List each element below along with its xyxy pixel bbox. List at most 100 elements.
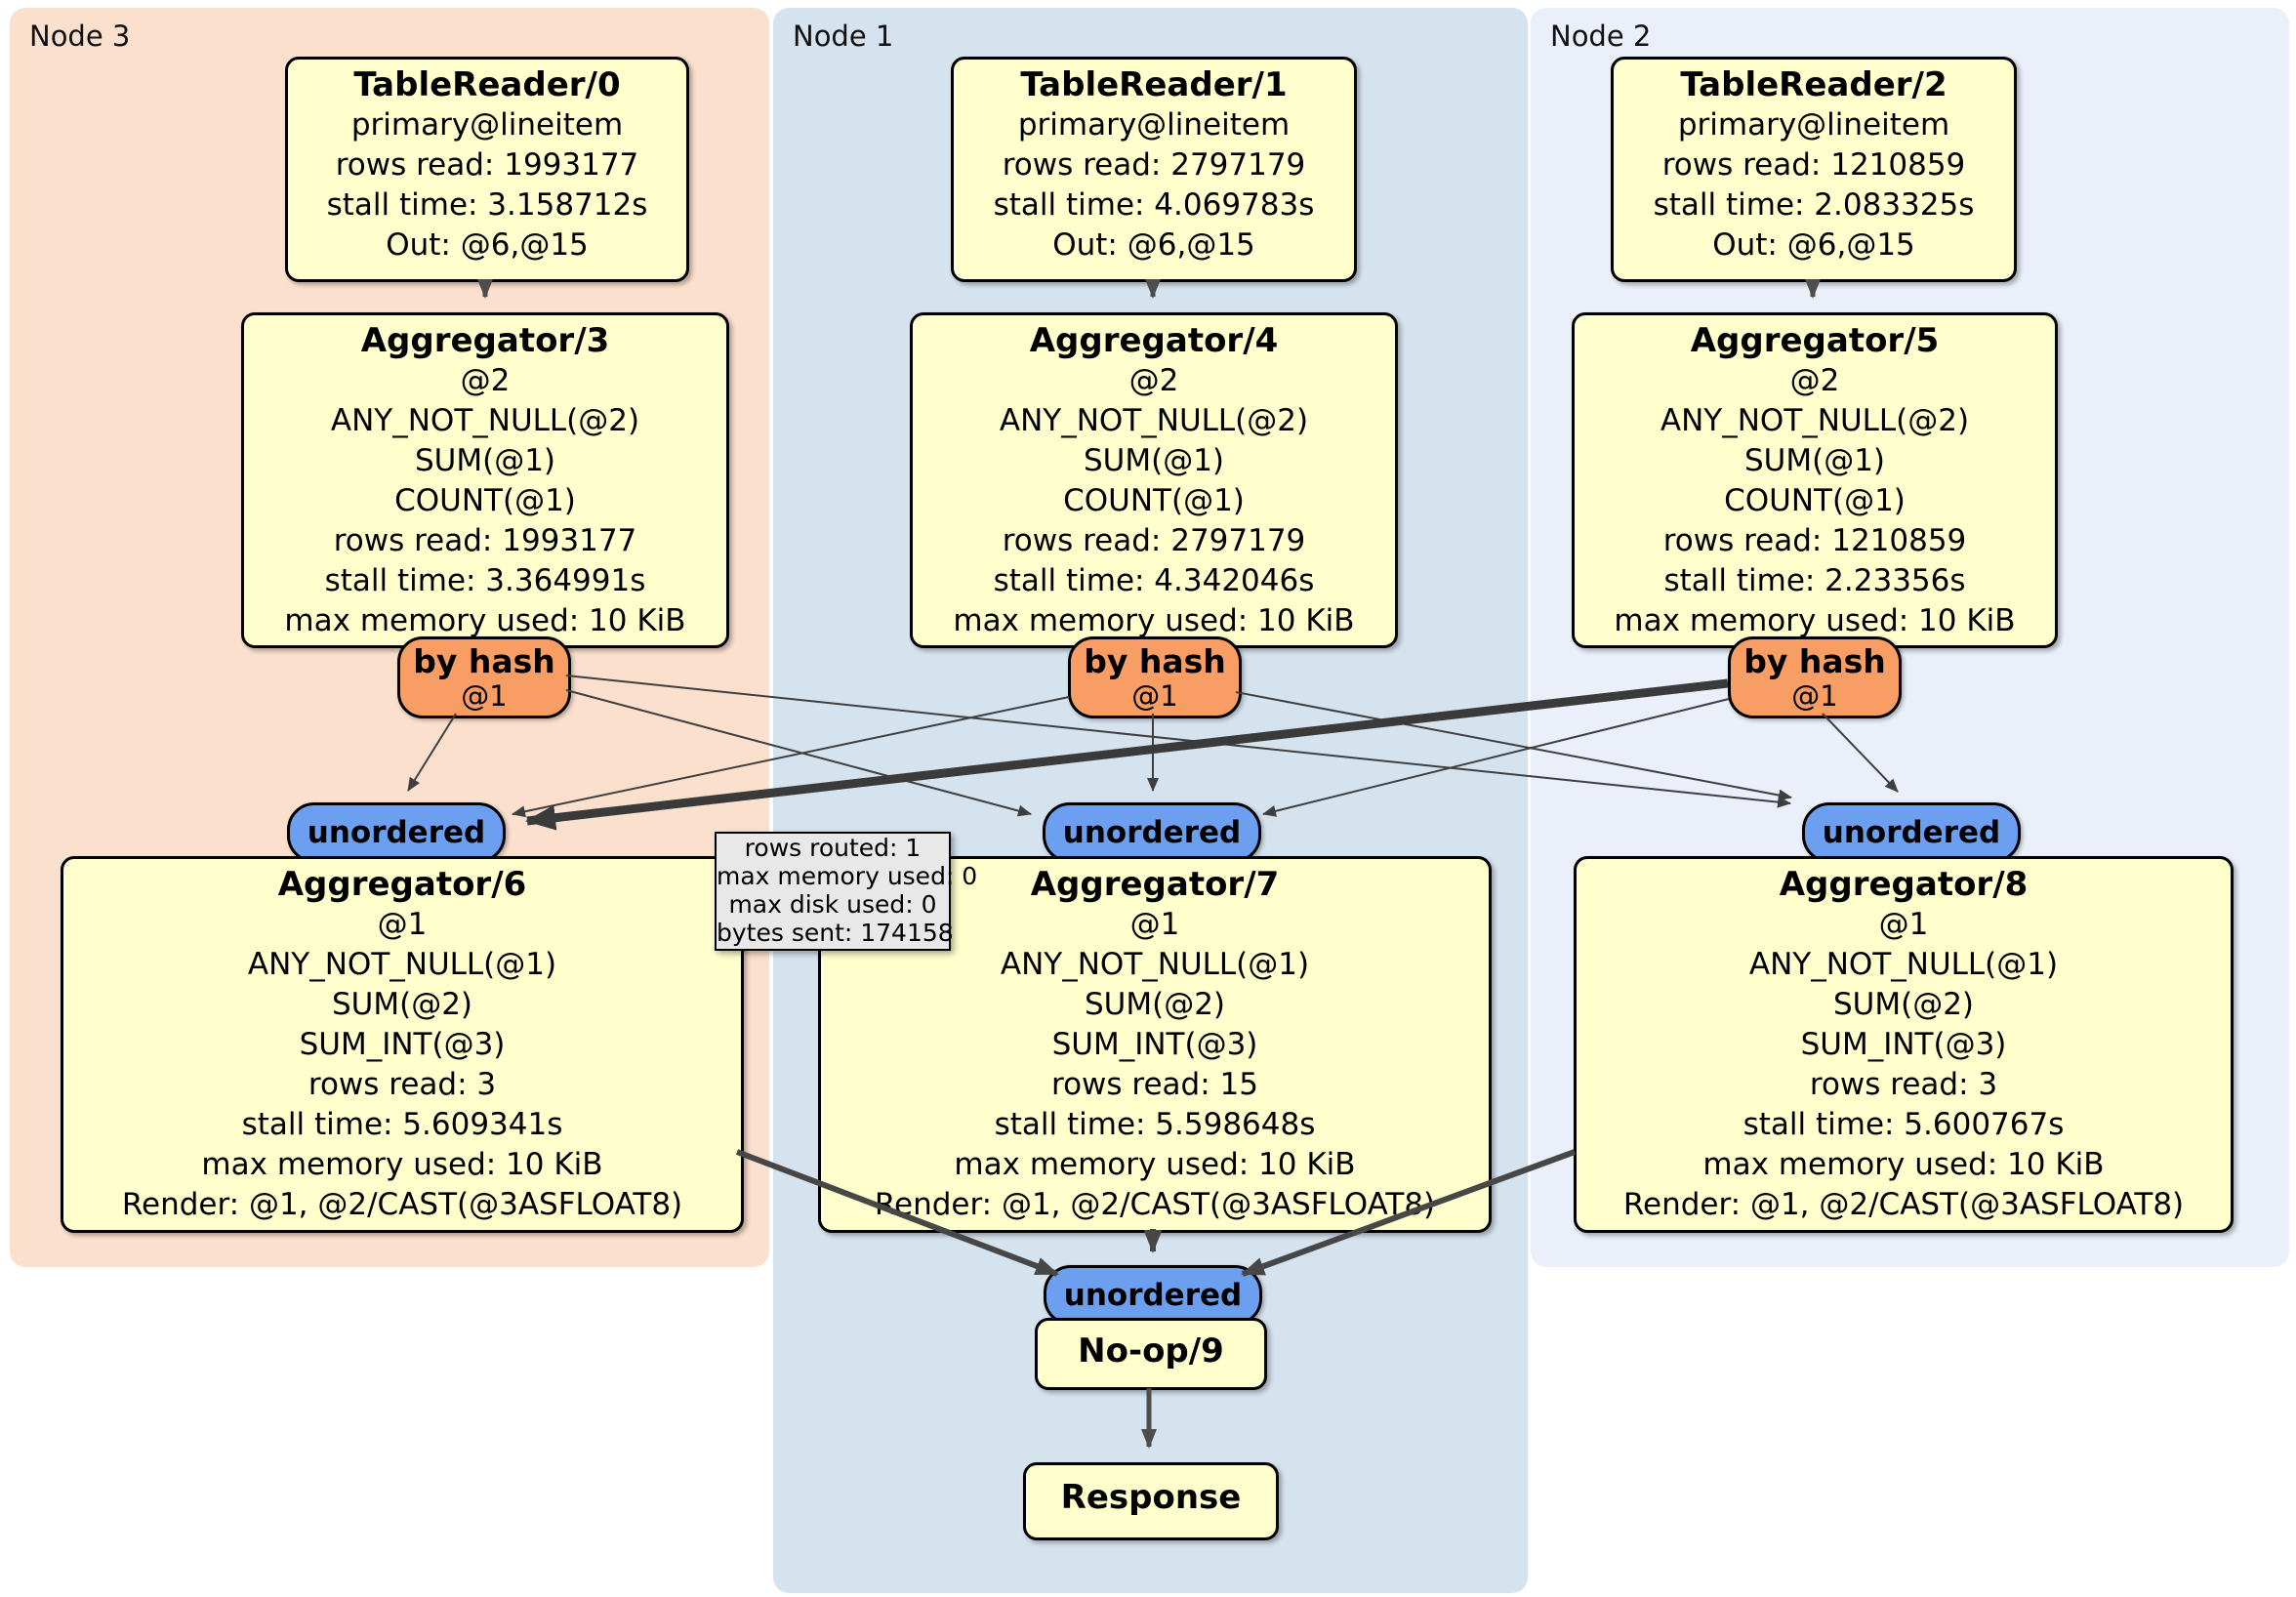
node-title: Aggregator/8: [1779, 865, 2029, 904]
stream-unordered-final[interactable]: unordered: [1044, 1265, 1262, 1326]
router-label: by hash: [413, 642, 555, 680]
router-by-hash-node2[interactable]: by hash @1: [1728, 636, 1902, 718]
node-detail: ANY_NOT_NULL(@1): [1000, 947, 1310, 982]
node-detail: primary@lineitem: [350, 107, 624, 143]
node-detail: rows read: 2797179: [1002, 147, 1306, 183]
node-detail: Out: @6,@15: [1052, 227, 1255, 263]
node-detail: COUNT(@1): [1724, 483, 1906, 518]
node-detail: Render: @1, @2/CAST(@3ASFLOAT8): [874, 1187, 1436, 1222]
node-box-tablereader-2[interactable]: TableReader/2 primary@lineitem rows read…: [1611, 57, 2017, 282]
stream-unordered-node1[interactable]: unordered: [1043, 802, 1261, 863]
node-detail: SUM_INT(@3): [1051, 1027, 1258, 1062]
node-detail: stall time: 3.158712s: [326, 187, 648, 223]
node-title: Aggregator/7: [1030, 865, 1280, 904]
router-label: by hash: [1743, 642, 1886, 680]
node-box-tablereader-0[interactable]: TableReader/0 primary@lineitem rows read…: [285, 57, 689, 282]
node-box-response[interactable]: Response: [1023, 1462, 1279, 1540]
node-box-no-op-9[interactable]: No-op/9: [1035, 1318, 1267, 1390]
node-detail: rows read: 15: [1051, 1067, 1258, 1102]
node-detail: @2: [460, 363, 511, 398]
router-column: @1: [1131, 679, 1178, 713]
node-detail: primary@lineitem: [1017, 107, 1291, 143]
node-title: TableReader/2: [1680, 65, 1948, 104]
node-detail: rows read: 1993177: [333, 523, 637, 558]
node-detail: Render: @1, @2/CAST(@3ASFLOAT8): [121, 1187, 683, 1222]
node-detail: Render: @1, @2/CAST(@3ASFLOAT8): [1622, 1187, 2185, 1222]
node-detail: SUM(@1): [1083, 443, 1225, 478]
router-by-hash-node1[interactable]: by hash @1: [1068, 636, 1242, 718]
node-title: Response: [1060, 1478, 1242, 1517]
node-box-aggregator-8[interactable]: Aggregator/8 @1 ANY_NOT_NULL(@1) SUM(@2)…: [1574, 856, 2234, 1233]
node-detail: max memory used: 10 KiB: [1614, 603, 2016, 638]
node-title: Aggregator/6: [277, 865, 527, 904]
region-node2-label: Node 2: [1550, 20, 1652, 53]
node-detail: stall time: 2.083325s: [1653, 187, 1975, 223]
node-box-tablereader-1[interactable]: TableReader/1 primary@lineitem rows read…: [951, 57, 1357, 282]
node-detail: @2: [1128, 363, 1179, 398]
stream-label: unordered: [1063, 1278, 1243, 1313]
node-detail: Out: @6,@15: [386, 227, 589, 263]
tooltip-line: rows routed: 1: [744, 834, 922, 862]
router-column: @1: [1791, 679, 1838, 713]
node-title: Aggregator/4: [1029, 321, 1279, 360]
node-detail: rows read: 3: [308, 1067, 497, 1102]
node-detail: max memory used: 10 KiB: [284, 603, 686, 638]
node-box-aggregator-6[interactable]: Aggregator/6 @1 ANY_NOT_NULL(@1) SUM(@2)…: [61, 856, 744, 1233]
stream-label: unordered: [1062, 815, 1242, 850]
node-detail: ANY_NOT_NULL(@2): [1660, 403, 1970, 438]
stream-unordered-node3[interactable]: unordered: [287, 802, 506, 863]
node-detail: COUNT(@1): [1063, 483, 1245, 518]
node-detail: @2: [1789, 363, 1840, 398]
node-title: TableReader/1: [1020, 65, 1288, 104]
node-detail: SUM(@1): [1743, 443, 1886, 478]
region-node1-label: Node 1: [793, 20, 894, 53]
node-title: Aggregator/3: [360, 321, 610, 360]
node-detail: stall time: 3.364991s: [324, 563, 646, 598]
node-detail: rows read: 1210859: [1662, 523, 1967, 558]
node-title: Aggregator/5: [1690, 321, 1940, 360]
node-detail: SUM(@2): [1084, 987, 1226, 1022]
node-detail: SUM_INT(@3): [299, 1027, 506, 1062]
node-detail: max memory used: 10 KiB: [953, 603, 1355, 638]
node-detail: primary@lineitem: [1677, 107, 1950, 143]
node-detail: rows read: 3: [1809, 1067, 1998, 1102]
stream-unordered-node2[interactable]: unordered: [1802, 802, 2021, 863]
node-detail: max memory used: 10 KiB: [954, 1147, 1356, 1182]
tooltip-line: max disk used: 0: [728, 890, 937, 919]
stream-label: unordered: [307, 815, 486, 850]
node-detail: max memory used: 10 KiB: [1702, 1147, 2105, 1182]
node-detail: COUNT(@1): [394, 483, 576, 518]
node-detail: ANY_NOT_NULL(@2): [999, 403, 1309, 438]
node-detail: @1: [377, 907, 428, 942]
node-detail: ANY_NOT_NULL(@1): [1748, 947, 2059, 982]
tooltip-line: max memory used: 0: [717, 862, 978, 890]
node-detail: max memory used: 10 KiB: [201, 1147, 603, 1182]
region-node3-label: Node 3: [29, 20, 131, 53]
router-label: by hash: [1084, 642, 1226, 680]
node-detail: @1: [1878, 907, 1929, 942]
node-detail: SUM(@2): [1832, 987, 1975, 1022]
tooltip-line: bytes sent: 174158: [717, 919, 954, 947]
edge-tooltip[interactable]: rows routed: 1 max memory used: 0 max di…: [715, 832, 978, 951]
node-detail: stall time: 5.609341s: [241, 1107, 563, 1142]
stream-label: unordered: [1822, 815, 2001, 850]
node-detail: SUM(@1): [414, 443, 556, 478]
node-detail: @1: [1129, 907, 1180, 942]
router-by-hash-node3[interactable]: by hash @1: [397, 636, 571, 718]
node-detail: stall time: 2.23356s: [1663, 563, 1966, 598]
node-detail: stall time: 5.598648s: [994, 1107, 1316, 1142]
node-detail: Out: @6,@15: [1712, 227, 1915, 263]
node-detail: stall time: 5.600767s: [1742, 1107, 2065, 1142]
node-detail: stall time: 4.069783s: [993, 187, 1315, 223]
node-detail: ANY_NOT_NULL(@2): [330, 403, 640, 438]
node-box-aggregator-3[interactable]: Aggregator/3 @2 ANY_NOT_NULL(@2) SUM(@1)…: [241, 312, 729, 648]
node-box-aggregator-5[interactable]: Aggregator/5 @2 ANY_NOT_NULL(@2) SUM(@1)…: [1572, 312, 2058, 648]
router-column: @1: [461, 679, 508, 713]
node-box-aggregator-4[interactable]: Aggregator/4 @2 ANY_NOT_NULL(@2) SUM(@1)…: [910, 312, 1398, 648]
node-detail: stall time: 4.342046s: [993, 563, 1315, 598]
node-detail: SUM_INT(@3): [1800, 1027, 2007, 1062]
node-detail: rows read: 1210859: [1661, 147, 1966, 183]
node-detail: rows read: 2797179: [1002, 523, 1306, 558]
node-detail: rows read: 1993177: [335, 147, 639, 183]
